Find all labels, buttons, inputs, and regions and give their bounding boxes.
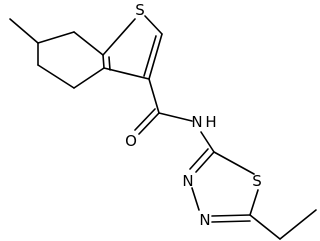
bond-c2-c3 <box>148 33 163 80</box>
atom-s-thiophene: S <box>135 1 145 19</box>
atom-n3-thiadiazole: N <box>182 172 193 190</box>
atom-h-amide: H <box>205 113 216 131</box>
bond-c7a-s1 <box>102 18 136 56</box>
bond-ethyl-ch2 <box>249 214 281 240</box>
bond-camide-n <box>158 112 193 122</box>
bond-c2-n3-double <box>189 148 209 170</box>
bonds <box>9 15 317 240</box>
bond-s1-c2 <box>144 15 163 35</box>
bond-c2-n3 <box>195 151 215 173</box>
bond-c2-c3-double <box>143 35 157 77</box>
bond-camide-o <box>138 112 160 135</box>
bond-n4-c5-double <box>211 220 251 223</box>
atom-s-thiadiazole: S <box>252 172 262 190</box>
bond-ethyl-ch3 <box>279 209 317 240</box>
atom-n4-thiadiazole: N <box>199 211 210 229</box>
bond-c5-c4 <box>37 64 75 89</box>
bond-n-c2thiadiazole <box>200 131 215 153</box>
bond-c7a-c3a-double <box>108 56 111 71</box>
bond-n3-n4 <box>191 187 200 211</box>
bond-methyl <box>9 18 39 44</box>
atom-labels: S N H O S N N <box>125 1 262 229</box>
bond-c6-c7 <box>37 31 75 44</box>
bond-n4-c5 <box>211 214 251 217</box>
bond-c7a-c3a <box>102 54 105 69</box>
bond-c7-c7a <box>73 31 104 56</box>
bond-c4-c3a <box>73 67 105 89</box>
bond-camide-o-double <box>134 108 156 131</box>
bond-c5-s1thiadiazole <box>249 189 259 216</box>
atom-n-amide: N <box>191 113 202 131</box>
atom-o-carbonyl: O <box>125 132 137 150</box>
bond-c2-s1thiadiazole <box>213 151 255 175</box>
bond-c3-camide <box>148 78 160 114</box>
bond-c3-c3a <box>103 67 150 80</box>
